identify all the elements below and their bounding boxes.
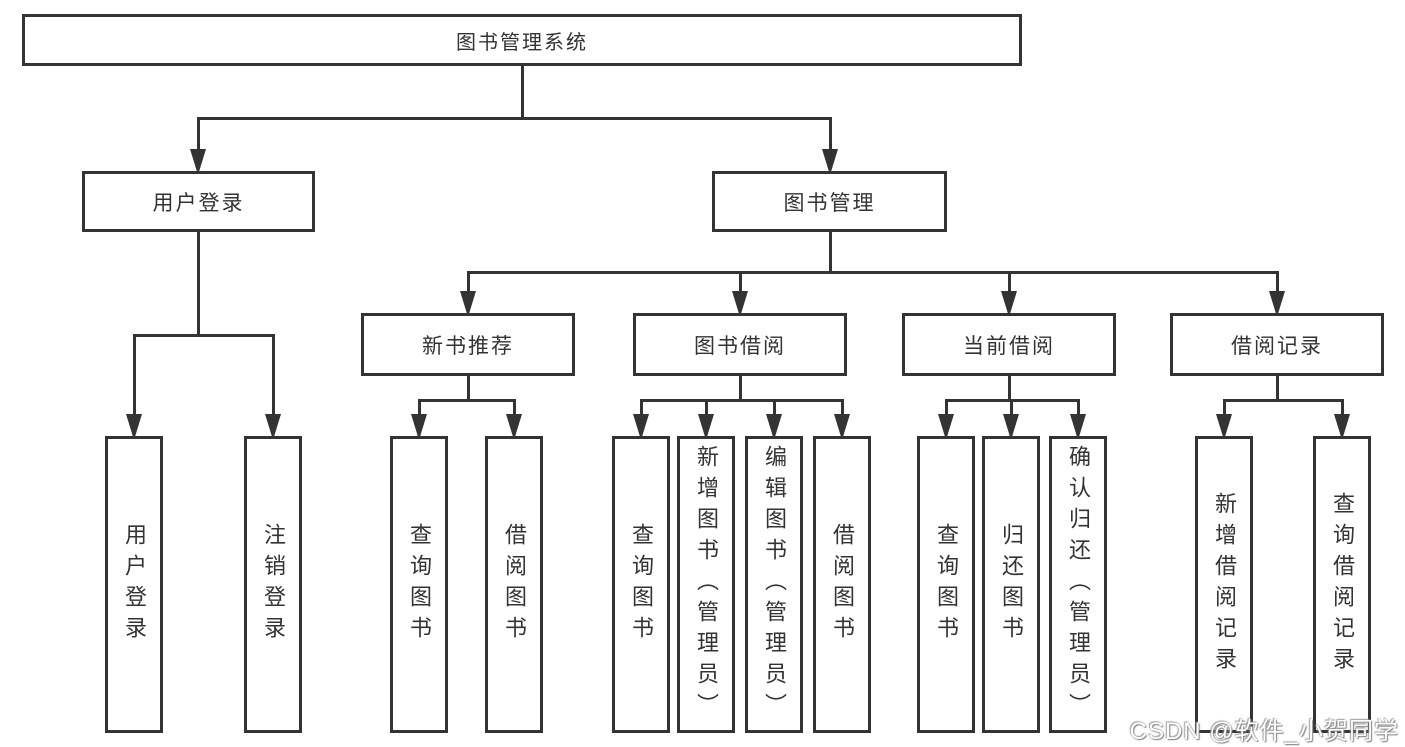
connector-line [132, 333, 275, 337]
arrow-down-icon [732, 291, 748, 317]
connector-line [639, 398, 844, 402]
node-label: 注销登录 [261, 522, 286, 647]
connector-line [466, 270, 1279, 274]
node-label: 编辑图书（管理员） [762, 445, 787, 724]
node-label: 查询图书 [934, 522, 959, 647]
arrow-down-icon [1334, 414, 1350, 440]
connector-line [1222, 398, 1226, 421]
connector-line [520, 64, 524, 120]
connector-line [1076, 398, 1080, 421]
connector-line [840, 398, 844, 421]
node-label: 确认归还（管理员） [1066, 445, 1091, 724]
connector-line [639, 398, 643, 421]
arrow-down-icon [460, 291, 476, 317]
node-label: 图书借阅 [694, 334, 786, 358]
connector-line [132, 333, 136, 421]
node-label: 归还图书 [999, 522, 1024, 647]
connector-line [704, 398, 708, 421]
leaf-query-books-recommend: 查询图书 [390, 436, 448, 733]
node-label: 查询图书 [629, 522, 654, 647]
leaf-query-books-borrowing: 查询图书 [612, 436, 670, 733]
node-label: 新增图书（管理员） [694, 445, 719, 724]
leaf-borrow-books-borrowing: 借阅图书 [813, 436, 871, 733]
arrow-down-icon [766, 414, 782, 440]
leaf-confirm-return-admin: 确认归还（管理员） [1049, 436, 1107, 733]
node-label: 借阅记录 [1231, 334, 1323, 358]
connector-line [944, 398, 948, 421]
node-label: 图书管理系统 [456, 31, 588, 54]
connector-line [196, 116, 200, 156]
node-current-borrowing: 当前借阅 [902, 313, 1116, 376]
arrow-down-icon [126, 414, 142, 440]
arrow-down-icon [1001, 291, 1017, 317]
node-label: 查询借阅记录 [1330, 491, 1355, 678]
node-label: 用户登录 [122, 522, 147, 647]
node-library-management-system: 图书管理系统 [22, 14, 1022, 66]
leaf-query-borrow-record: 查询借阅记录 [1313, 436, 1371, 733]
arrow-down-icon [1070, 414, 1086, 440]
connector-line [828, 230, 832, 274]
leaf-add-borrow-record: 新增借阅记录 [1195, 436, 1253, 733]
connector-line [738, 374, 742, 402]
leaf-return-books: 归还图书 [982, 436, 1040, 733]
leaf-query-books-current: 查询图书 [917, 436, 975, 733]
node-label: 新增借阅记录 [1212, 491, 1237, 678]
connector-line [1222, 398, 1344, 402]
arrow-down-icon [1216, 414, 1232, 440]
connector-line [1275, 374, 1279, 402]
arrow-down-icon [506, 414, 522, 440]
node-new-book-recommendation: 新书推荐 [361, 313, 575, 376]
arrow-down-icon [822, 149, 838, 175]
arrow-down-icon [633, 414, 649, 440]
connector-line [1009, 398, 1013, 421]
arrow-down-icon [190, 149, 206, 175]
arrow-down-icon [1269, 291, 1285, 317]
node-label: 借阅图书 [830, 522, 855, 647]
arrow-down-icon [411, 414, 427, 440]
node-label: 图书管理 [783, 191, 876, 215]
node-label: 新书推荐 [422, 334, 514, 358]
node-user-login: 用户登录 [82, 171, 315, 232]
node-label: 借阅图书 [502, 522, 527, 647]
arrow-down-icon [265, 414, 281, 440]
node-label: 查询图书 [407, 522, 432, 647]
node-borrowing-records: 借阅记录 [1170, 313, 1384, 376]
csdn-watermark: CSDN @软件_小贺同学 [1129, 718, 1399, 745]
connector-line [1007, 374, 1011, 402]
connector-line [466, 374, 470, 402]
arrow-down-icon [834, 414, 850, 440]
leaf-logout: 注销登录 [244, 436, 302, 733]
node-book-borrowing: 图书借阅 [633, 313, 847, 376]
connector-line [512, 398, 516, 421]
leaf-user-login: 用户登录 [105, 436, 163, 733]
arrow-down-icon [938, 414, 954, 440]
node-label: 当前借阅 [963, 334, 1055, 358]
connector-line [738, 270, 742, 298]
arrow-down-icon [1003, 414, 1019, 440]
node-book-management: 图书管理 [712, 171, 947, 232]
leaf-edit-book-admin: 编辑图书（管理员） [745, 436, 803, 733]
arrow-down-icon [698, 414, 714, 440]
connector-line [1007, 270, 1011, 298]
connector-line [196, 230, 200, 337]
connector-line [828, 116, 832, 156]
connector-line [1340, 398, 1344, 421]
connector-line [772, 398, 776, 421]
connector-line [1275, 270, 1279, 298]
node-label: 用户登录 [152, 191, 245, 215]
connector-line [271, 333, 275, 421]
leaf-borrow-books-recommend: 借阅图书 [485, 436, 543, 733]
connector-line [417, 398, 421, 421]
connector-line [196, 116, 832, 120]
connector-line [466, 270, 470, 298]
leaf-add-book-admin: 新增图书（管理员） [677, 436, 735, 733]
